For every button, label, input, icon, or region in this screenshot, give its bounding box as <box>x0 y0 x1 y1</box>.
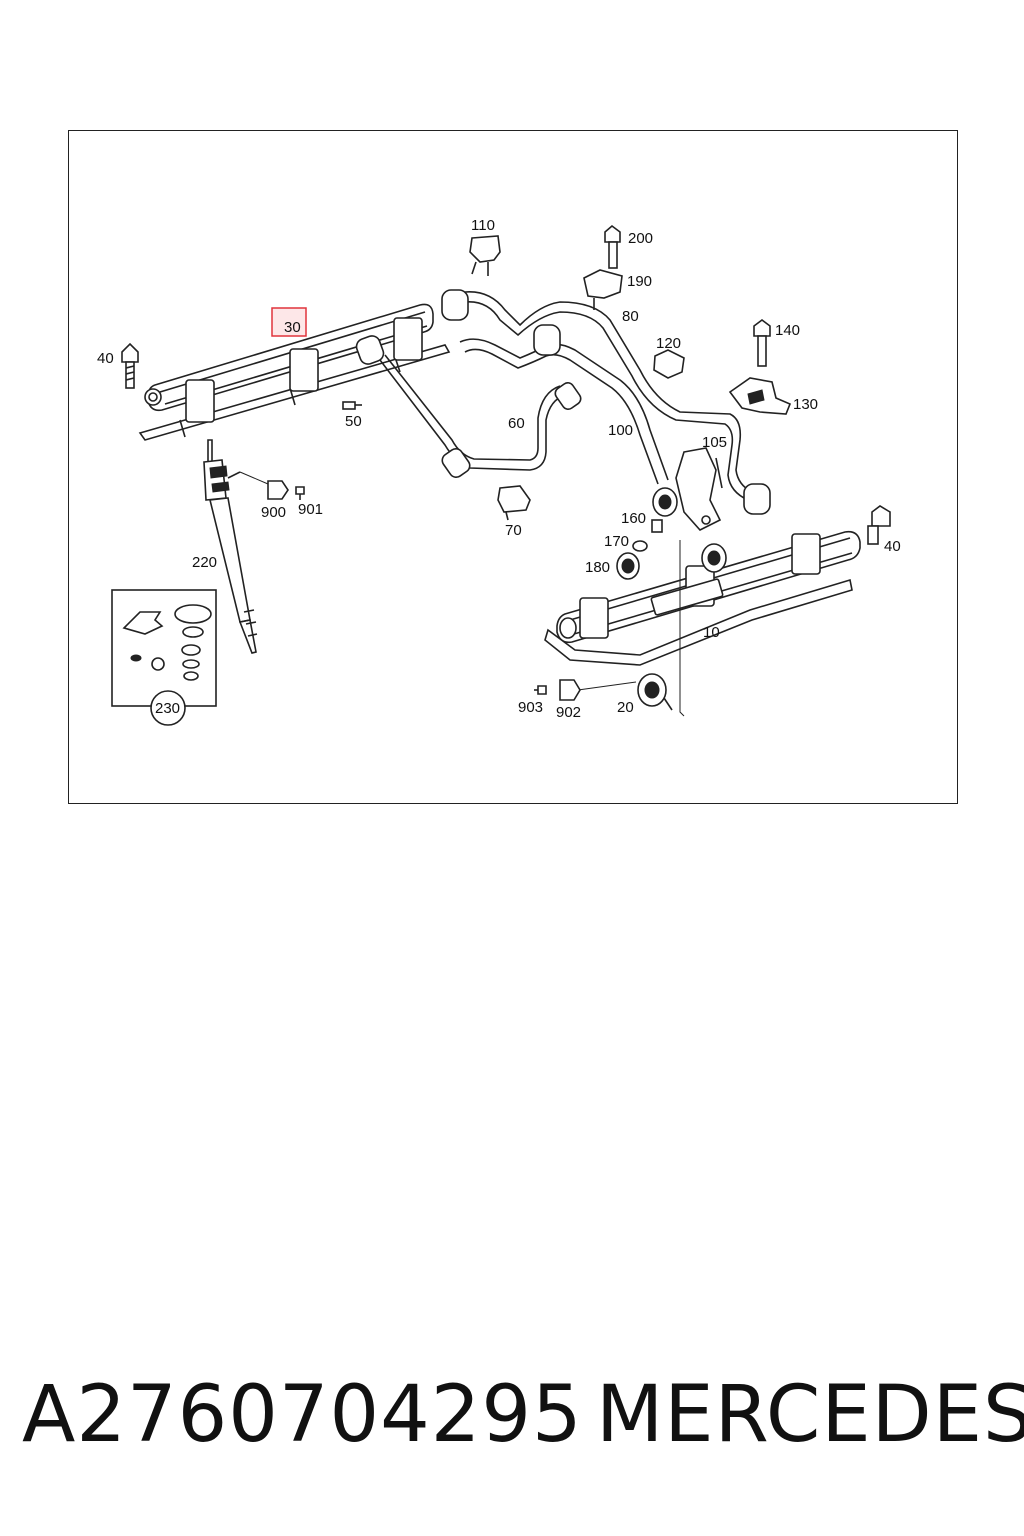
sensor-20 <box>637 673 673 711</box>
label-30: 30 <box>284 319 301 336</box>
highlight-box-30 <box>271 307 307 337</box>
label-20: 20 <box>617 699 634 716</box>
labels: 30 40 50 60 70 80 100 105 110 120 130 14… <box>97 217 901 721</box>
label-80: 80 <box>622 308 639 325</box>
bolt-40-right <box>867 505 891 545</box>
clip-70 <box>497 485 531 521</box>
label-60: 60 <box>508 415 525 432</box>
clip-110 <box>469 235 501 276</box>
label-901: 901 <box>298 501 323 518</box>
label-110: 110 <box>471 217 495 234</box>
fuel-line-80 <box>441 289 771 515</box>
injector-220 <box>203 439 258 654</box>
footer: A2760704295 MERCEDES <box>0 1370 1024 1470</box>
bracket-130 <box>728 377 792 415</box>
label-40-right: 40 <box>884 538 901 555</box>
part-number: A2760704295 <box>22 1370 583 1460</box>
label-120: 120 <box>656 335 681 352</box>
fuel-rail-right <box>544 530 861 717</box>
valve-main <box>652 487 678 517</box>
label-10: 10 <box>703 624 720 641</box>
bolt-40-left <box>121 342 139 389</box>
label-903: 903 <box>518 699 543 716</box>
bolt-200 <box>604 224 621 269</box>
kit-230 <box>111 589 217 726</box>
diagram-frame <box>68 130 958 804</box>
fuel-line-100 <box>459 324 669 485</box>
brand-name: MERCEDES <box>596 1370 1024 1460</box>
label-900: 900 <box>261 504 286 521</box>
label-130: 130 <box>793 396 818 413</box>
label-100: 100 <box>608 422 633 439</box>
label-50: 50 <box>345 413 362 430</box>
label-180: 180 <box>585 559 610 576</box>
bracket-105 <box>675 447 723 531</box>
clip-120 <box>653 349 685 379</box>
nut-180 <box>616 552 640 580</box>
fuel-line-60 <box>379 354 582 479</box>
label-170: 170 <box>604 533 629 550</box>
bolt-140 <box>753 319 771 367</box>
label-220: 220 <box>192 554 217 571</box>
label-200: 200 <box>628 230 653 247</box>
label-140: 140 <box>775 322 800 339</box>
label-40-left: 40 <box>97 350 114 367</box>
label-70: 70 <box>505 522 522 539</box>
label-902: 902 <box>556 704 581 721</box>
pin-903 <box>534 685 547 695</box>
pin-50 <box>342 401 362 410</box>
label-160: 160 <box>621 510 646 527</box>
label-105: 105 <box>702 434 727 451</box>
label-190: 190 <box>627 273 652 290</box>
washer-170 <box>632 540 648 552</box>
bracket-190 <box>583 269 623 310</box>
parts-900-901 <box>239 471 305 500</box>
fitting-160 <box>651 519 663 533</box>
fuel-rail-left <box>138 303 451 441</box>
label-230: 230 <box>155 700 180 717</box>
connector-902 <box>559 679 637 701</box>
